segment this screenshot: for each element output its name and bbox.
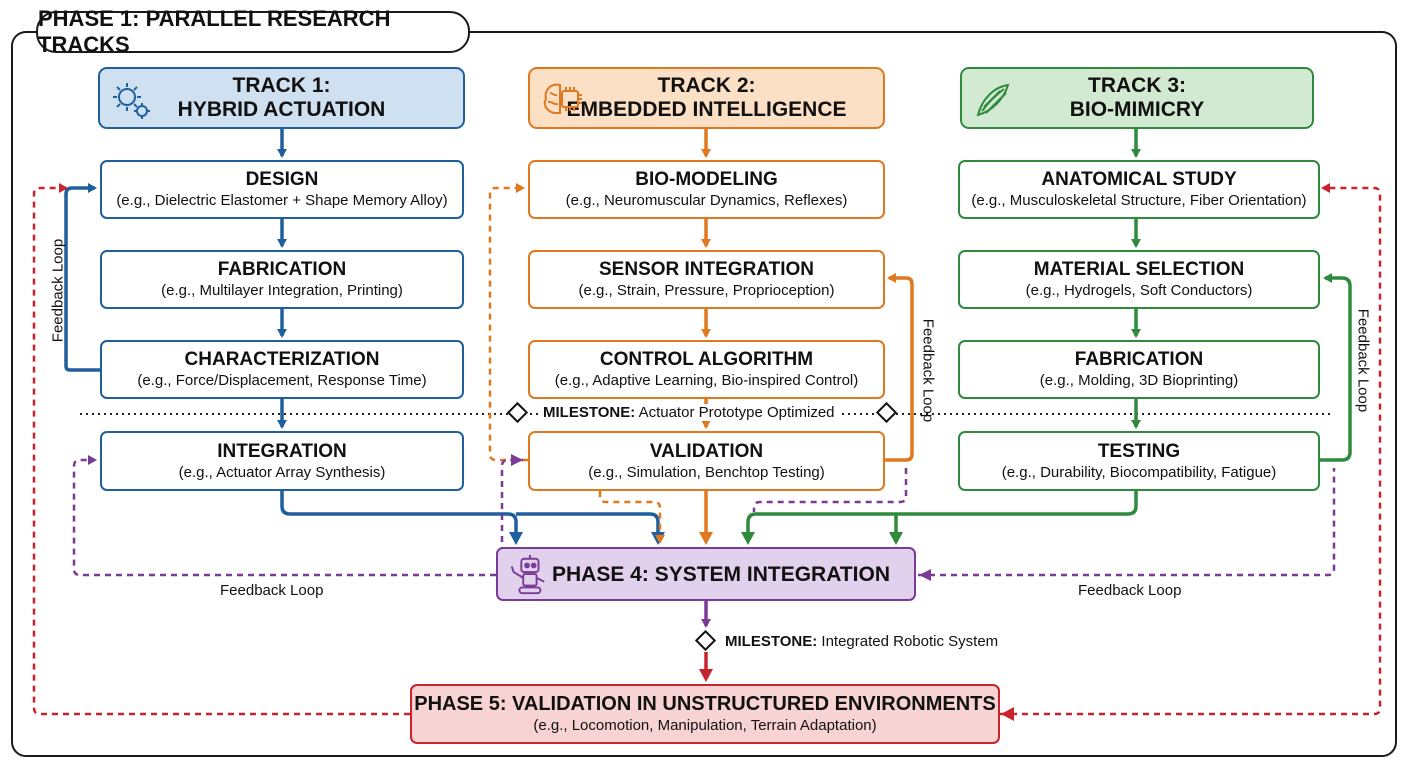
milestone1-diamond-right [875,401,898,424]
step-title: VALIDATION [649,440,764,462]
track3-title-line1: TRACK 3: [1088,74,1186,97]
track3-step-anatomical-study: ANATOMICAL STUDY (e.g., Musculoskeletal … [958,160,1320,219]
milestone2-label: MILESTONE: [725,633,818,650]
gears-icon [113,83,150,119]
track2-step-sensor-integration: SENSOR INTEGRATION (e.g., Strain, Pressu… [528,250,885,309]
track3-header: TRACK 3: BIO-MIMICRY [960,67,1314,129]
step-title: CONTROL ALGORITHM [599,349,814,370]
track2-step-validation: VALIDATION (e.g., Simulation, Benchtop T… [528,431,885,491]
track2-title-line1: TRACK 2: [657,74,756,97]
step-subtitle: (e.g., Dielectric Elastomer + Shape Memo… [116,192,448,209]
step-subtitle: (e.g., Force/Displacement, Response Time… [137,372,427,389]
step-title: CHARACTERIZATION [184,349,380,370]
muscle-fiber-icon [976,83,1010,117]
phase4-title: PHASE 4: SYSTEM INTEGRATION [552,562,890,586]
step-title: TESTING [1097,440,1181,462]
track3-step-fabrication: FABRICATION (e.g., Molding, 3D Bioprinti… [958,340,1320,399]
track1-step-characterization: CHARACTERIZATION (e.g., Force/Displaceme… [100,340,464,399]
track2-step-bio-modeling: BIO-MODELING (e.g., Neuromuscular Dynami… [528,160,885,219]
milestone1: MILESTONE: Actuator Prototype Optimized [540,404,838,421]
track3-title-line2: BIO-MIMICRY [1069,98,1205,121]
track2-feedback-label: Feedback Loop [919,318,937,423]
track1-step-fabrication: FABRICATION (e.g., Multilayer Integratio… [100,250,464,309]
step-title: FABRICATION [217,259,347,280]
step-subtitle: (e.g., Molding, 3D Bioprinting) [1039,372,1239,389]
phase4-feedback-left-label: Feedback Loop [220,582,324,599]
track3-step-material-selection: MATERIAL SELECTION (e.g., Hydrogels, Sof… [958,250,1320,309]
milestone2-text: Integrated Robotic System [821,633,999,650]
step-title: INTEGRATION [217,440,347,462]
step-subtitle: (e.g., Durability, Biocompatibility, Fat… [1001,463,1277,481]
step-subtitle: (e.g., Actuator Array Synthesis) [178,463,386,481]
step-subtitle: (e.g., Neuromuscular Dynamics, Reflexes) [565,192,848,209]
milestone1-text: Actuator Prototype Optimized [638,404,835,421]
phase1-title: PHASE 1: PARALLEL RESEARCH TRACKS [36,6,470,57]
milestone1-label: MILESTONE: [543,404,636,421]
phase5-box: PHASE 5: VALIDATION IN UNSTRUCTURED ENVI… [410,684,1000,744]
milestone1-diamond-left [506,401,529,424]
track2-header: TRACK 2: EMBEDDED INTELLIGENCE [528,67,885,129]
track1-step-design: DESIGN (e.g., Dielectric Elastomer + Sha… [100,160,464,219]
phase5-title: PHASE 5: VALIDATION IN UNSTRUCTURED ENVI… [414,692,996,715]
step-title: ANATOMICAL STUDY [1041,169,1237,190]
step-title: MATERIAL SELECTION [1033,259,1245,280]
robot-icon [510,554,545,595]
milestone2: MILESTONE: Integrated Robotic System [722,633,1002,650]
phase4-box: PHASE 4: SYSTEM INTEGRATION [496,547,916,601]
track3-feedback-label: Feedback Loop [1354,308,1372,413]
track3-step-testing: TESTING (e.g., Durability, Biocompatibil… [958,431,1320,491]
phase1-frame [11,31,1397,757]
track2-step-control-algorithm: CONTROL ALGORITHM (e.g., Adaptive Learni… [528,340,885,399]
brain-chip-icon [543,83,582,114]
step-title: DESIGN [245,169,319,190]
track1-title-line1: TRACK 1: [232,74,331,97]
track1-step-integration: INTEGRATION (e.g., Actuator Array Synthe… [100,431,464,491]
milestone2-diamond [694,629,717,652]
step-title: SENSOR INTEGRATION [599,259,814,280]
phase4-feedback-right-label: Feedback Loop [1078,582,1182,599]
step-subtitle: (e.g., Hydrogels, Soft Conductors) [1025,282,1253,299]
step-title: FABRICATION [1074,349,1204,370]
step-title: BIO-MODELING [635,169,778,190]
step-subtitle: (e.g., Simulation, Benchtop Testing) [588,463,825,481]
track1-feedback-label: Feedback Loop [49,238,67,343]
step-subtitle: (e.g., Multilayer Integration, Printing) [161,282,403,299]
step-subtitle: (e.g., Musculoskeletal Structure, Fiber … [971,192,1307,209]
track1-header: TRACK 1: HYBRID ACTUATION [98,67,465,129]
track1-title-line2: HYBRID ACTUATION [177,98,386,121]
step-subtitle: (e.g., Strain, Pressure, Proprioception) [578,282,835,299]
track2-title-line2: EMBEDDED INTELLIGENCE [566,98,847,121]
step-subtitle: (e.g., Adaptive Learning, Bio-inspired C… [554,372,859,389]
phase5-subtitle: (e.g., Locomotion, Manipulation, Terrain… [533,716,877,734]
